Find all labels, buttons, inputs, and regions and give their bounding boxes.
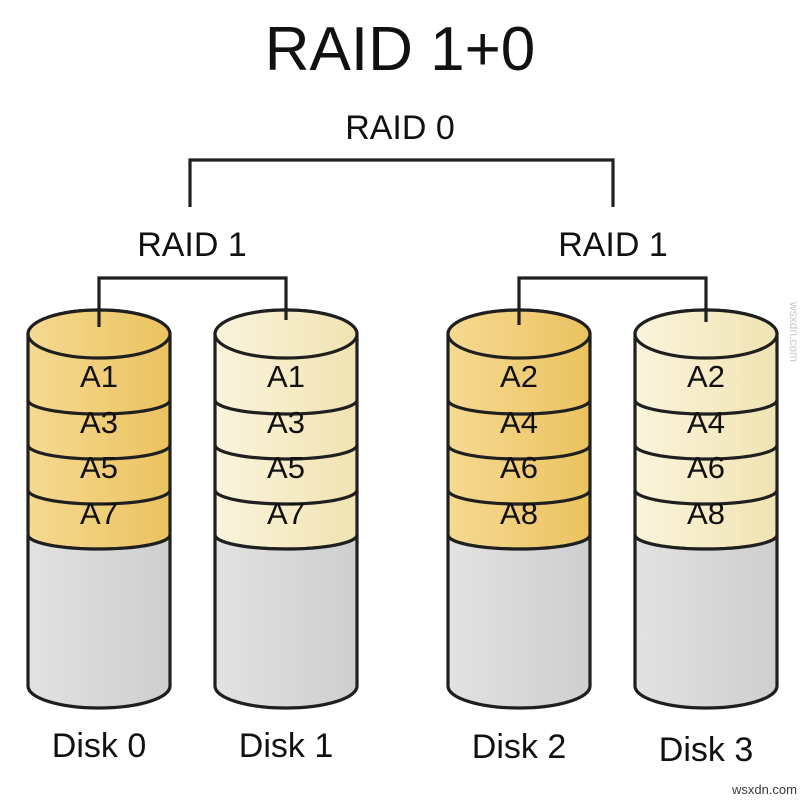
disk-2-cylinder [446, 308, 592, 710]
disk-0-block-2: A3 [80, 405, 118, 440]
disk-1-block-1: A1 [267, 359, 305, 394]
disk-1-gray-base [213, 534, 359, 710]
page-title: RAID 1+0 [265, 15, 536, 84]
disk-2-gray-base [446, 534, 592, 710]
disk-1-block-3: A5 [267, 450, 305, 485]
disk-2-divider-2 [446, 444, 592, 461]
disk-1-divider-3 [213, 489, 359, 506]
disk-3-block-1: A2 [687, 359, 725, 394]
disk-3-divider-1 [633, 399, 779, 416]
disk-2-divider-1 [446, 399, 592, 416]
disk-3-name: Disk 3 [659, 731, 753, 769]
disk-0-block-3: A5 [80, 450, 118, 485]
diagram-shapes [26, 158, 779, 710]
raid0-label: RAID 0 [345, 109, 455, 147]
disk-3-gray-base [633, 534, 779, 710]
raid1-right-label: RAID 1 [558, 226, 668, 264]
disk-0-gray-base [26, 534, 172, 710]
raid1-left-label: RAID 1 [137, 226, 247, 264]
disk-2-block-4: A8 [500, 496, 538, 531]
disk-1-divider-2 [213, 444, 359, 461]
disk-2-block-2: A4 [500, 405, 538, 440]
disk-3-block-2: A4 [687, 405, 725, 440]
watermark-bottom-right: wsxdn.com [731, 782, 797, 797]
disk-2-divider-3 [446, 489, 592, 506]
disk-2-name: Disk 2 [472, 728, 566, 766]
diagram-labels: RAID 1+0 RAID 0 RAID 1 RAID 1 A1 A3 A5 A… [52, 15, 753, 769]
disk-3-divider-3 [633, 489, 779, 506]
disk-0-divider-2 [26, 444, 172, 461]
raid0-bracket [188, 158, 615, 207]
disk-0-block-4: A7 [80, 496, 118, 531]
disk-3-block-4: A8 [687, 496, 725, 531]
disk-0-block-1: A1 [80, 359, 118, 394]
raid1-right-bracket [517, 276, 708, 325]
disk-0-divider-1 [26, 399, 172, 416]
disk-3-cylinder [633, 308, 779, 710]
disk-0-divider-3 [26, 489, 172, 506]
disk-0-name: Disk 0 [52, 727, 146, 765]
disk-2-block-1: A2 [500, 359, 538, 394]
disk-1-divider-1 [213, 399, 359, 416]
disk-1-block-4: A7 [267, 496, 305, 531]
disk-1-block-2: A3 [267, 405, 305, 440]
raid1-left-bracket [97, 276, 288, 327]
disk-2-block-3: A6 [500, 450, 538, 485]
watermark-right-edge: wsxdn.com [787, 301, 800, 362]
disk-1-cylinder [213, 308, 359, 710]
disk-1-name: Disk 1 [239, 727, 333, 765]
disk-3-block-3: A6 [687, 450, 725, 485]
disk-3-divider-2 [633, 444, 779, 461]
